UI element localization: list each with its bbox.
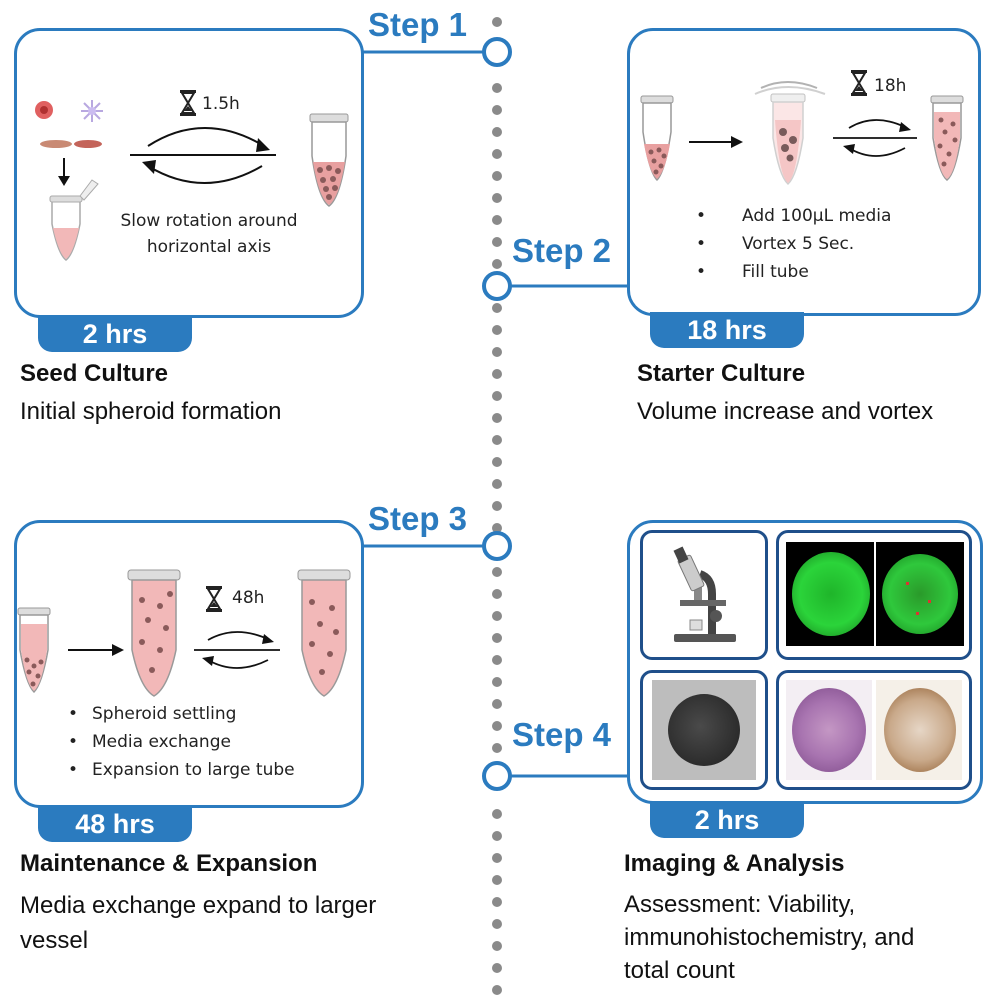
- list-item: Expansion to large tube: [62, 756, 295, 784]
- list-item: Fill tube: [690, 258, 891, 286]
- timeline-dot: [492, 963, 502, 973]
- timeline-dot: [492, 677, 502, 687]
- microcentrifuge-tube-icon: [49, 179, 99, 261]
- microscope-icon: [673, 546, 736, 642]
- timeline-dot: [492, 941, 502, 951]
- microcentrifuge-tube-icon: [309, 113, 349, 207]
- timeline-dot: [492, 611, 502, 621]
- timeline-dot: [492, 897, 502, 907]
- step-3-title: Maintenance & Expansion: [20, 850, 318, 877]
- timeline-dot: [492, 743, 502, 753]
- microcentrifuge-tube-icon: [127, 569, 181, 697]
- step-2-label: Step 2: [512, 232, 612, 269]
- timeline-dot: [492, 589, 502, 599]
- histology-image-2: [876, 680, 962, 780]
- step-3-bullet-list: Spheroid settling Media exchange Expansi…: [62, 700, 295, 784]
- timeline-dot: [492, 501, 502, 511]
- timeline-dot: [492, 105, 502, 115]
- step-2-illustration: [640, 70, 964, 186]
- step-1-panel: [14, 28, 364, 318]
- rotation-arrows-icon: [130, 127, 276, 184]
- fluorescence-image-1: [786, 542, 874, 646]
- step-1-timer: 1.5h: [202, 94, 240, 114]
- microcentrifuge-tube-icon: [640, 95, 674, 182]
- hourglass-icon: [180, 90, 196, 116]
- timeline-dot: [492, 193, 502, 203]
- step-2-description: Volume increase and vortex: [637, 398, 934, 425]
- timeline-dot: [492, 633, 502, 643]
- step-2-bullet-list: Add 100µL media Vortex 5 Sec. Fill tube: [690, 202, 891, 286]
- step-1-caption: Slow rotation around horizontal axis: [120, 211, 298, 257]
- step-3-label: Step 3: [368, 500, 468, 537]
- step-2-duration: 18 hrs: [650, 312, 804, 348]
- timeline-dot: [492, 875, 502, 885]
- timeline-dot: [492, 369, 502, 379]
- list-item: Media exchange: [62, 728, 295, 756]
- timeline-dot: [492, 347, 502, 357]
- fluorescence-image-2: [876, 542, 964, 646]
- histology-image-1: [786, 680, 872, 780]
- step-3-description: Media exchange expand to larger vessel: [20, 892, 377, 954]
- hourglass-icon: [851, 70, 867, 96]
- step-4-duration: 2 hrs: [650, 802, 804, 838]
- timeline-node-step-2: [482, 271, 512, 301]
- timeline-dot: [492, 149, 502, 159]
- microcentrifuge-tube-icon: [754, 81, 826, 186]
- step-4-title: Imaging & Analysis: [624, 850, 845, 877]
- timeline-dot: [492, 831, 502, 841]
- step-2-title: Starter Culture: [637, 360, 806, 387]
- timeline-node-step-4: [482, 761, 512, 791]
- step-2-timer: 18h: [874, 76, 907, 96]
- step-4-label: Step 4: [512, 716, 612, 753]
- hourglass-icon: [206, 586, 222, 612]
- timeline-dot: [492, 853, 502, 863]
- timeline-dot: [492, 655, 502, 665]
- timeline-dot: [492, 457, 502, 467]
- step-1-description: Initial spheroid formation: [20, 398, 282, 425]
- timeline-dot: [492, 523, 502, 533]
- timeline-node-step-3: [482, 531, 512, 561]
- list-item: Add 100µL media: [690, 202, 891, 230]
- step-3-timer: 48h: [232, 588, 265, 608]
- microcentrifuge-tube-icon: [17, 607, 51, 694]
- step-1-title: Seed Culture: [20, 360, 169, 387]
- step-3-illustration: [17, 569, 351, 697]
- timeline-dot: [492, 17, 502, 27]
- timeline-dot: [492, 303, 502, 313]
- timeline-dot: [492, 325, 502, 335]
- step-3-duration: 48 hrs: [38, 806, 192, 842]
- brightfield-image: [652, 680, 756, 780]
- timeline-dot: [492, 413, 502, 423]
- timeline-dot: [492, 985, 502, 995]
- timeline-dot: [492, 919, 502, 929]
- step-1-duration: 2 hrs: [38, 316, 192, 352]
- timeline-dot: [492, 259, 502, 269]
- timeline-dot: [492, 391, 502, 401]
- timeline-dot: [492, 479, 502, 489]
- timeline-dot: [492, 721, 502, 731]
- list-item: Vortex 5 Sec.: [690, 230, 891, 258]
- timeline-dot: [492, 699, 502, 709]
- step-1-label: Step 1: [368, 6, 468, 43]
- timeline-dot: [492, 567, 502, 577]
- timeline-dot: [492, 171, 502, 181]
- timeline-dot: [492, 435, 502, 445]
- microcentrifuge-tube-icon: [297, 569, 351, 697]
- timeline-node-step-1: [482, 37, 512, 67]
- cell-icons: [35, 100, 103, 148]
- microcentrifuge-tube-icon: [930, 95, 964, 181]
- timeline-dot: [492, 83, 502, 93]
- step-4-description: Assessment: Viability, immunohistochemis…: [624, 891, 915, 984]
- step-1-illustration: [35, 90, 349, 261]
- list-item: Spheroid settling: [62, 700, 295, 728]
- timeline-dot: [492, 237, 502, 247]
- timeline-dot: [492, 127, 502, 137]
- timeline-dot: [492, 809, 502, 819]
- timeline-dot: [492, 215, 502, 225]
